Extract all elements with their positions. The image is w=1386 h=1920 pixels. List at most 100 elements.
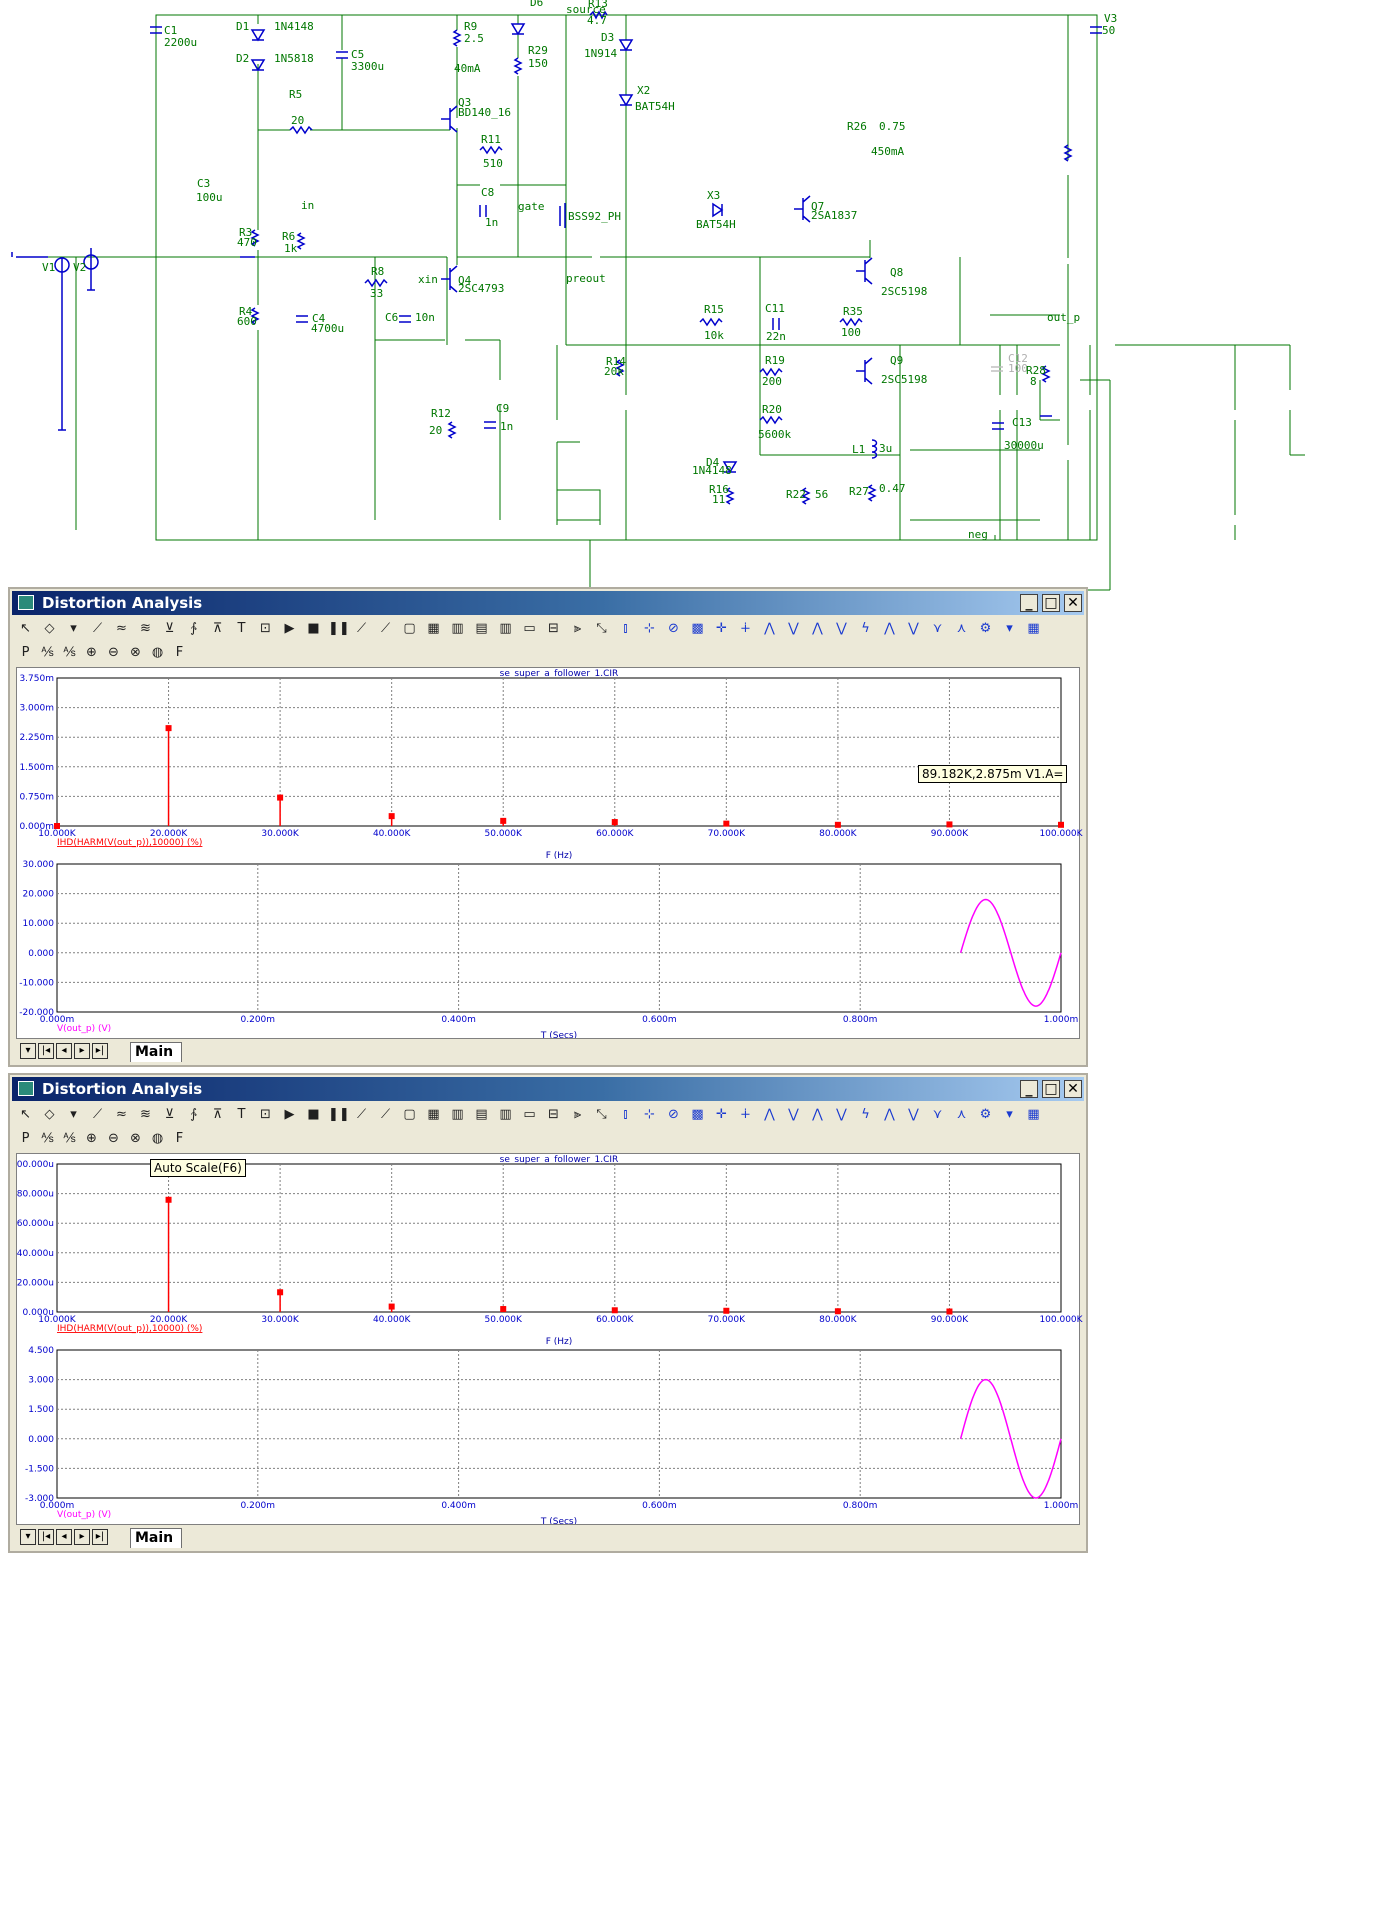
toolbar-button-6[interactable]: ⊻ [164,1107,175,1122]
toolbar-button-9[interactable]: T [237,1107,246,1122]
toolbar-button-18[interactable]: ▥ [451,621,464,636]
toolbar-button-34[interactable]: ⋁ [836,1107,847,1122]
tab-first-button[interactable]: |◂ [38,1529,54,1545]
tab-dropdown-button[interactable]: ▾ [20,1529,36,1545]
tab-main[interactable]: Main [130,1042,183,1062]
toolbar-button-39[interactable]: ⋏ [956,1107,967,1122]
toolbar-button-30[interactable]: ∔ [740,621,751,636]
toolbar-button-10[interactable]: ⊡ [260,1107,271,1122]
toolbar-button-0[interactable]: ↖ [20,621,31,636]
toolbar-button-1[interactable]: ◇ [44,621,55,636]
toolbar-button-42[interactable]: ▦ [1027,621,1040,636]
tab-first-button[interactable]: |◂ [38,1043,54,1059]
plot-area[interactable]: se_super_a_follower_1.CIR0.000u120.000u2… [11,1153,1084,1527]
toolbar-button-14[interactable]: ⟋ [356,1107,367,1122]
toolbar-button-9[interactable]: T [237,621,246,636]
toolbar-button-13[interactable]: ❚❚ [328,621,350,636]
toolbar2-button-5[interactable]: ⊗ [130,1131,141,1146]
distortion-analysis-window-1[interactable]: Distortion Analysis _ □ ✕ ↖◇▾⟋≈≋⊻∱⊼T⊡▶■❚… [8,587,1088,1067]
toolbar2-button-3[interactable]: ⊕ [86,1131,97,1146]
maximize-button[interactable]: □ [1042,1080,1060,1098]
toolbar2-button-0[interactable]: P [21,1131,30,1146]
toolbar-button-25[interactable]: ⫾ [623,1107,628,1122]
toolbar-button-8[interactable]: ⊼ [212,1107,223,1122]
toolbar-button-15[interactable]: ⟋ [380,621,391,636]
toolbar-button-33[interactable]: ⋀ [812,1107,823,1122]
toolbar-button-27[interactable]: ⊘ [668,621,679,636]
toolbar-button-40[interactable]: ⚙ [979,1107,992,1122]
toolbar-button-20[interactable]: ▥ [499,1107,512,1122]
toolbar-button-5[interactable]: ≋ [140,621,151,636]
tab-prev-button[interactable]: ◂ [56,1043,72,1059]
toolbar-button-26[interactable]: ⊹ [644,621,655,636]
toolbar2-button-0[interactable]: P [21,645,30,660]
toolbar-button-41[interactable]: ▾ [1006,621,1013,636]
toolbar-button-25[interactable]: ⫾ [623,621,628,636]
toolbar-button-6[interactable]: ⊻ [164,621,175,636]
tab-next-button[interactable]: ▸ [74,1043,90,1059]
toolbar-button-10[interactable]: ⊡ [260,621,271,636]
toolbar-button-16[interactable]: ▢ [403,621,416,636]
toolbar-button-7[interactable]: ∱ [190,621,197,636]
toolbar-button-22[interactable]: ⊟ [548,1107,559,1122]
toolbar2-button-4[interactable]: ⊖ [108,1131,119,1146]
toolbar-button-23[interactable]: ⫸ [573,621,582,636]
tab-last-button[interactable]: ▸| [92,1043,108,1059]
toolbar-button-3[interactable]: ⟋ [92,1107,103,1122]
toolbar2-button-6[interactable]: ◍ [151,645,164,660]
window-titlebar[interactable]: Distortion Analysis _ □ ✕ [12,1077,1084,1101]
minimize-button[interactable]: _ [1020,594,1038,612]
toolbar-button-33[interactable]: ⋀ [812,621,823,636]
distortion-analysis-window-2[interactable]: Distortion Analysis _ □ ✕ ↖◇▾⟋≈≋⊻∱⊼T⊡▶■❚… [8,1073,1088,1553]
toolbar2-button-2[interactable]: ⅍ [63,645,76,660]
toolbar-button-30[interactable]: ∔ [740,1107,751,1122]
toolbar-button-0[interactable]: ↖ [20,1107,31,1122]
tab-dropdown-button[interactable]: ▾ [20,1043,36,1059]
toolbar-button-2[interactable]: ▾ [70,621,77,636]
toolbar-button-29[interactable]: ✛ [716,621,727,636]
toolbar-button-41[interactable]: ▾ [1006,1107,1013,1122]
toolbar-button-31[interactable]: ⋀ [764,1107,775,1122]
toolbar-button-2[interactable]: ▾ [70,1107,77,1122]
toolbar-button-18[interactable]: ▥ [451,1107,464,1122]
toolbar-button-39[interactable]: ⋏ [956,621,967,636]
toolbar-button-26[interactable]: ⊹ [644,1107,655,1122]
toolbar-button-23[interactable]: ⫸ [573,1107,582,1122]
toolbar-button-3[interactable]: ⟋ [92,621,103,636]
toolbar-button-22[interactable]: ⊟ [548,621,559,636]
toolbar-button-15[interactable]: ⟋ [380,1107,391,1122]
toolbar-button-16[interactable]: ▢ [403,1107,416,1122]
toolbar-button-37[interactable]: ⋁ [908,1107,919,1122]
toolbar-button-28[interactable]: ▩ [691,1107,704,1122]
toolbar-button-21[interactable]: ▭ [523,1107,536,1122]
toolbar2-button-1[interactable]: ⅍ [41,1131,54,1146]
toolbar-button-19[interactable]: ▤ [475,1107,488,1122]
toolbar2-button-2[interactable]: ⅍ [63,1131,76,1146]
toolbar2-button-6[interactable]: ◍ [151,1131,164,1146]
toolbar-button-12[interactable]: ■ [307,1107,320,1122]
toolbar-button-7[interactable]: ∱ [190,1107,197,1122]
toolbar-button-35[interactable]: ϟ [861,621,870,636]
toolbar-button-11[interactable]: ▶ [284,621,295,636]
toolbar-button-4[interactable]: ≈ [116,621,127,636]
toolbar-button-34[interactable]: ⋁ [836,621,847,636]
toolbar-button-8[interactable]: ⊼ [212,621,223,636]
toolbar-button-1[interactable]: ◇ [44,1107,55,1122]
close-button[interactable]: ✕ [1064,594,1082,612]
maximize-button[interactable]: □ [1042,594,1060,612]
toolbar-button-32[interactable]: ⋁ [788,621,799,636]
toolbar-button-12[interactable]: ■ [307,621,320,636]
toolbar-button-14[interactable]: ⟋ [356,621,367,636]
toolbar-button-38[interactable]: ⋎ [932,1107,943,1122]
toolbar-button-11[interactable]: ▶ [284,1107,295,1122]
toolbar2-button-5[interactable]: ⊗ [130,645,141,660]
minimize-button[interactable]: _ [1020,1080,1038,1098]
toolbar-button-21[interactable]: ▭ [523,621,536,636]
toolbar-button-40[interactable]: ⚙ [979,621,992,636]
toolbar-button-28[interactable]: ▩ [691,621,704,636]
toolbar-button-24[interactable]: ⤡ [596,1107,607,1122]
toolbar2-button-1[interactable]: ⅍ [41,645,54,660]
toolbar-button-42[interactable]: ▦ [1027,1107,1040,1122]
toolbar-button-17[interactable]: ▦ [427,1107,440,1122]
toolbar-button-36[interactable]: ⋀ [884,1107,895,1122]
